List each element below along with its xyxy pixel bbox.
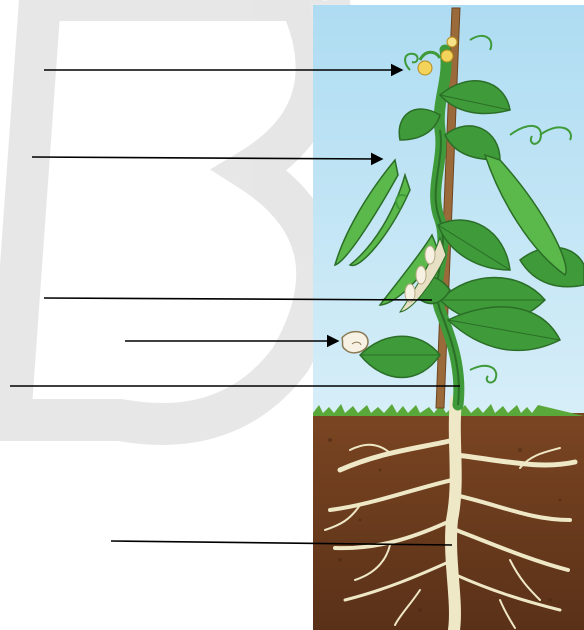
bean-seed [342,332,368,353]
plant-illustration [313,5,584,630]
watermark-logo [10,0,340,424]
